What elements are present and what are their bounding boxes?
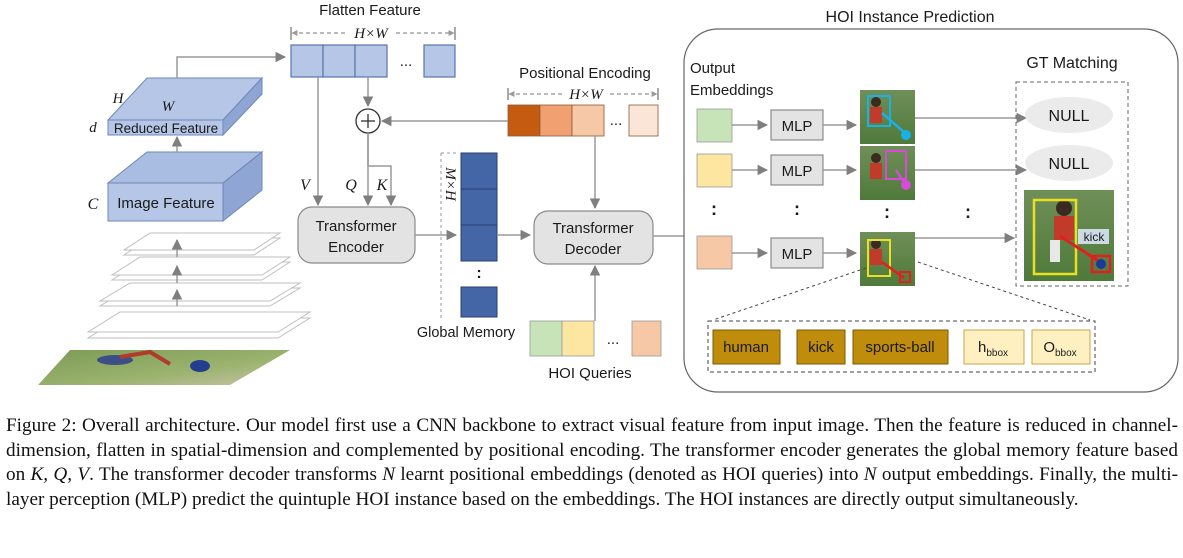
circled-plus-icon <box>355 108 381 134</box>
reduced-d: d <box>89 120 97 136</box>
flatten-dots: ... <box>400 53 413 70</box>
global-memory-column <box>460 152 498 318</box>
thumb-to-gt-arrows <box>915 112 1028 244</box>
architecture-diagram: Image Feature C Reduced Feature H W d Fl… <box>38 2 1179 393</box>
tag-kick: kick <box>808 339 834 356</box>
reduced-h: H <box>112 91 125 107</box>
caption-part-4: output embeddings. Finally, the multi-la… <box>6 464 1178 510</box>
mlp-vdots: : <box>794 199 800 219</box>
emb-to-mlp-arrows <box>732 119 769 259</box>
quintuple-tags <box>712 329 1091 365</box>
image-feature-c: C <box>88 196 99 213</box>
gt-vdots: : <box>965 202 971 222</box>
memory-label: Global Memory <box>417 325 516 341</box>
qkv-q: Q <box>345 177 357 194</box>
tag-human: human <box>723 339 769 356</box>
caption-part-1: Figure 2: Overall architecture. Our mode… <box>6 415 1178 485</box>
hoi-thumbnail-icon <box>860 146 915 200</box>
decoder-line2: Decoder <box>565 241 622 258</box>
output-embeddings <box>696 108 733 270</box>
hoi-thumbnail-icon <box>860 232 915 286</box>
hoi-thumbnail-icon <box>860 90 915 144</box>
gt-title: GT Matching <box>1026 55 1117 72</box>
qkv-k: K <box>376 177 389 194</box>
cnn-backbone-layers <box>86 232 312 339</box>
gt-kick-label: kick <box>1084 230 1106 244</box>
gt-image <box>1024 190 1114 281</box>
reduced-w: W <box>162 99 176 115</box>
image-feature-label: Image Feature <box>117 195 215 212</box>
null-bubble-1 <box>1025 97 1113 133</box>
null-label-1: NULL <box>1049 108 1090 125</box>
hoi-pred-title: HOI Instance Prediction <box>826 9 995 26</box>
null-bubble-2 <box>1025 145 1113 181</box>
figure-caption: Figure 2: Overall architecture. Our mode… <box>6 414 1178 512</box>
add-to-k-arrow <box>367 133 397 207</box>
memory-dim: M×H <box>442 166 458 202</box>
caption-n2: N <box>863 464 877 485</box>
emb-vdots: : <box>711 199 717 219</box>
transformer-decoder-box <box>533 210 654 265</box>
tag-sports-ball: sports-ball <box>865 339 934 356</box>
flatten-dim: H×W <box>353 26 389 42</box>
reduced-feature-block <box>106 76 264 137</box>
pos-enc-title: Positional Encoding <box>519 65 651 82</box>
decoder-line1: Transformer <box>552 220 633 237</box>
mlp-label-3: MLP <box>782 246 813 263</box>
mlp-label-2: MLP <box>782 163 813 180</box>
quintuple-box <box>707 320 1096 373</box>
mlp-label-1: MLP <box>782 118 813 135</box>
output-emb-line2: Embeddings <box>690 82 773 99</box>
tag-obbox: Obbox <box>1043 339 1076 359</box>
caption-kqv: K, Q, V <box>30 464 90 485</box>
caption-part-2: . The transformer decoder transforms <box>89 464 383 485</box>
pos-enc-dim: H×W <box>568 87 604 103</box>
flatten-title: Flatten Feature <box>319 2 421 19</box>
caption-n1: N <box>382 464 396 485</box>
input-image <box>38 349 290 385</box>
thumb-vdots: : <box>884 202 890 222</box>
encoder-line1: Transformer <box>315 218 396 235</box>
pos-enc-dots: ... <box>610 112 623 129</box>
null-label-2: NULL <box>1049 156 1090 173</box>
image-feature-block <box>106 150 264 223</box>
memory-dots: : <box>476 265 481 282</box>
queries-label: HOI Queries <box>548 365 631 382</box>
pos-enc-tokens <box>507 104 659 137</box>
output-emb-line1: Output <box>690 60 736 77</box>
encoder-line2: Encoder <box>328 239 384 256</box>
queries-dots: ... <box>607 331 620 348</box>
mlp-to-thumb-arrows <box>823 119 858 259</box>
qkv-v: V <box>300 177 312 194</box>
hoi-query-tokens <box>529 320 662 357</box>
caption-part-3: learnt positional embeddings (denoted as… <box>395 464 864 485</box>
flatten-tokens <box>290 44 456 78</box>
reduced-feature-label: Reduced Feature <box>114 121 218 136</box>
reduced-to-flatten-arrow <box>176 51 287 78</box>
tag-hbbox: hbbox <box>978 339 1008 359</box>
gt-matching-box <box>1015 81 1129 287</box>
